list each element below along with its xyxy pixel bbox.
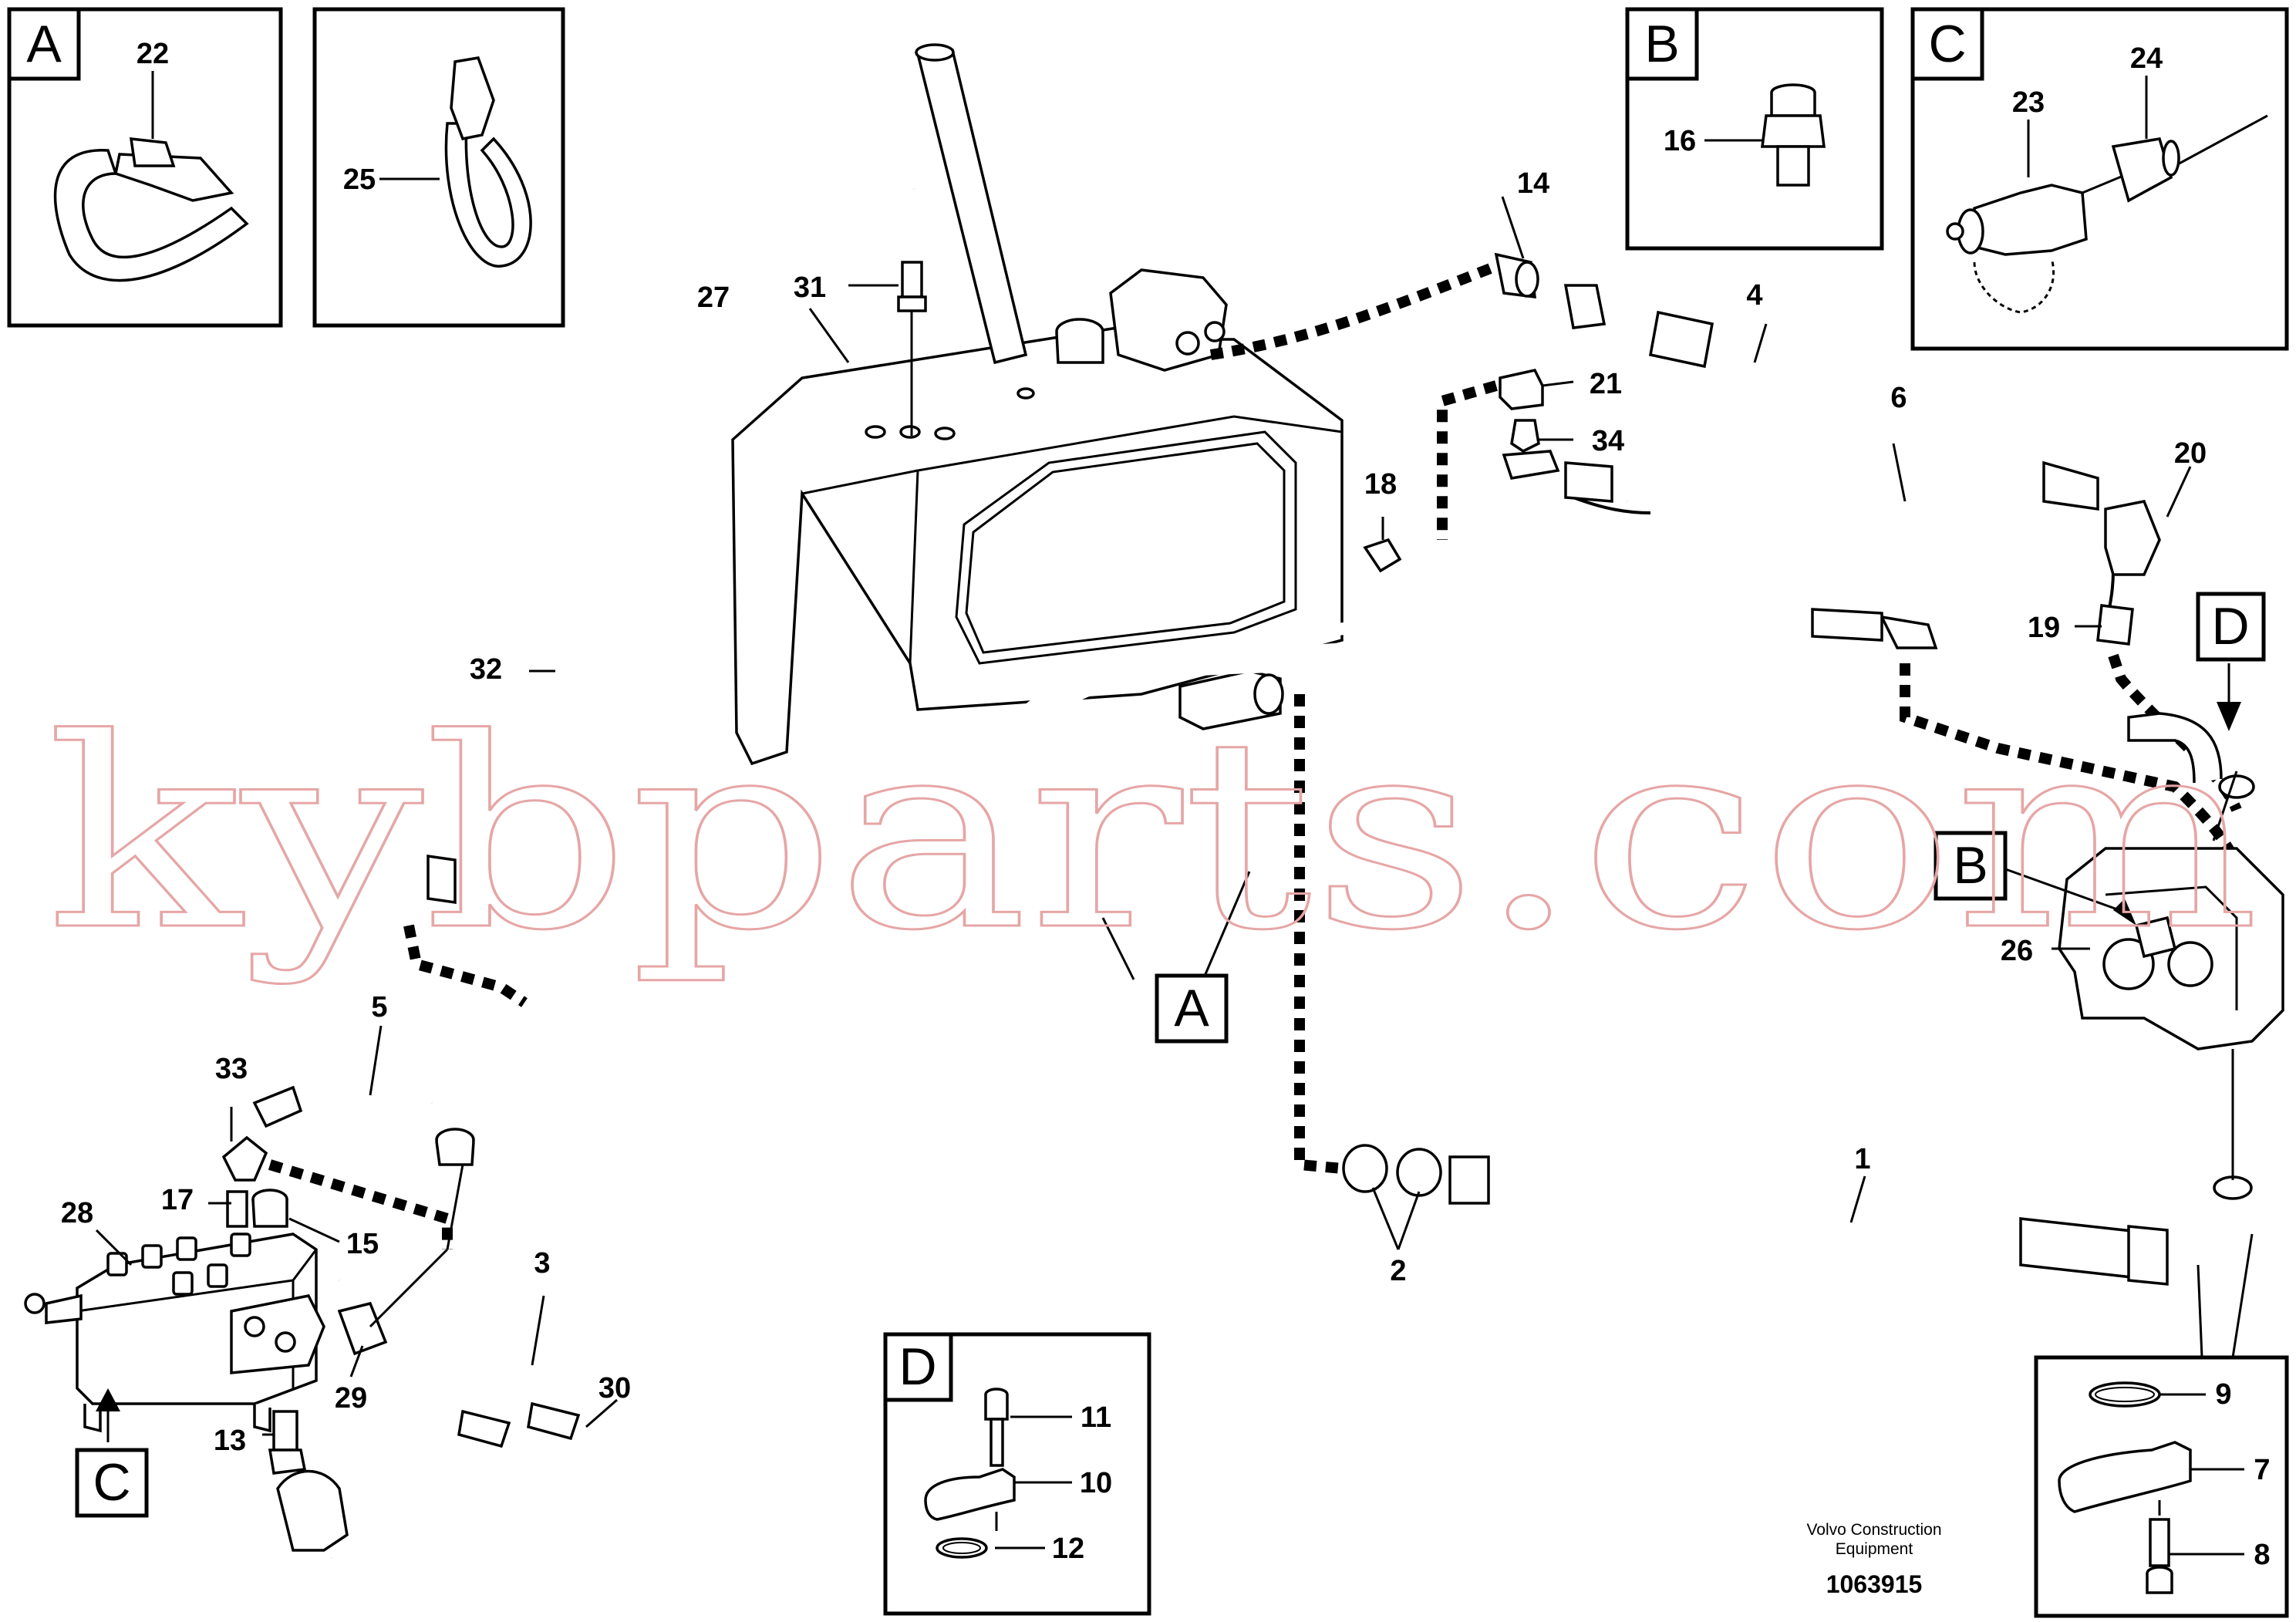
callout-31: 31 — [794, 271, 826, 304]
view-tag-d: D — [2196, 592, 2266, 662]
callout-18: 18 — [1364, 468, 1397, 501]
callout-10: 10 — [1080, 1467, 1112, 1499]
fittings — [221, 252, 2169, 1552]
manufacturer-line-1: Volvo Construction — [1806, 1521, 1941, 1539]
pointer-arrows — [96, 663, 2241, 1442]
callout-9: 9 — [2215, 1378, 2231, 1411]
detail-view-e: 9 7 8 — [2034, 1355, 2289, 1618]
detail-view-d: D 11 10 12 — [883, 1332, 1151, 1616]
detail-view-a-left: A 22 — [7, 7, 283, 328]
callout-4: 4 — [1746, 279, 1762, 312]
callout-3: 3 — [534, 1247, 550, 1280]
view-tag-b-letter: B — [1953, 836, 1988, 895]
view-tag-a: A — [1155, 973, 1229, 1044]
callout-17: 17 — [161, 1184, 194, 1216]
view-tag-c: C — [75, 1448, 149, 1518]
leader-lines — [95, 196, 2254, 1436]
callout-20: 20 — [2174, 437, 2207, 470]
callout-21: 21 — [1590, 368, 1622, 400]
callout-12: 12 — [1052, 1533, 1084, 1565]
callout-26: 26 — [2001, 935, 2033, 967]
view-tag-a-letter: A — [1174, 979, 1209, 1037]
callout-14: 14 — [1517, 167, 1549, 200]
callout-labels: 1 2 3 4 5 6 13 14 15 17 18 19 20 21 26 2… — [61, 167, 2207, 1457]
callout-13: 13 — [214, 1425, 246, 1457]
callout-8: 8 — [2254, 1539, 2270, 1571]
callout-28: 28 — [61, 1197, 93, 1229]
watermark-text: kybparts.com — [46, 683, 2260, 988]
hoses — [258, 185, 2253, 1562]
callout-27: 27 — [697, 282, 730, 314]
detail-view-a-right: 25 — [312, 7, 565, 328]
callout-11: 11 — [1081, 1401, 1111, 1434]
callout-33: 33 — [215, 1053, 248, 1085]
manufacturer-line-2: Equipment — [1836, 1540, 1913, 1558]
callout-29: 29 — [335, 1382, 367, 1415]
hydraulic-pump — [2058, 712, 2284, 1200]
callout-24: 24 — [2130, 42, 2163, 75]
drawing-footer: Volvo Construction Equipment 1063915 — [1806, 1521, 1941, 1598]
view-tag-d-letter: D — [2211, 597, 2249, 656]
callout-6: 6 — [1890, 382, 1907, 414]
callout-16: 16 — [1664, 125, 1696, 157]
detail-b-letter: B — [1644, 15, 1679, 73]
callout-22: 22 — [137, 38, 169, 70]
watermark: kybparts.com — [46, 682, 2261, 990]
callout-34: 34 — [1592, 425, 1624, 457]
callout-30: 30 — [598, 1372, 631, 1404]
callout-15: 15 — [346, 1228, 379, 1260]
callout-23: 23 — [2012, 86, 2045, 119]
callout-5: 5 — [371, 991, 387, 1023]
view-tag-c-letter: C — [93, 1453, 130, 1512]
callout-32: 32 — [470, 653, 502, 686]
callout-1: 1 — [1854, 1143, 1870, 1175]
drawing-number: 1063915 — [1826, 1570, 1923, 1598]
control-valve — [24, 1233, 325, 1433]
callout-19: 19 — [2028, 612, 2060, 644]
detail-a-letter: A — [26, 15, 62, 73]
detail-d-letter: D — [899, 1337, 936, 1396]
detail-c-letter: C — [1928, 15, 1966, 73]
detail-view-b: B 16 — [1625, 7, 1884, 251]
callout-2: 2 — [1390, 1255, 1406, 1287]
view-tag-b: B — [1934, 831, 2008, 901]
callout-7: 7 — [2254, 1454, 2270, 1486]
callout-25: 25 — [343, 164, 376, 196]
detail-view-c: C 23 24 — [1910, 7, 2289, 351]
